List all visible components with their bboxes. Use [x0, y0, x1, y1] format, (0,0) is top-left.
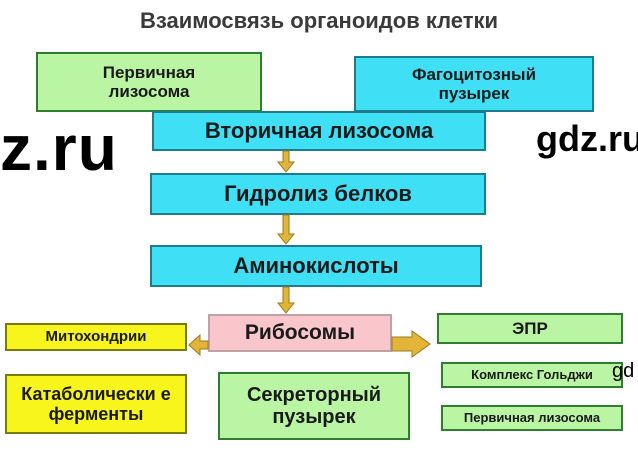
watermark-right: gdz.ru: [536, 118, 638, 159]
catabolic-enzymes-label: Катаболически е ферменты: [21, 383, 171, 424]
primary-lysosome-bottom-box: Первичная лизосома: [441, 405, 623, 431]
protein-hydrolysis-label: Гидролиз белков: [224, 180, 412, 206]
golgi-box: Комплекс Гольджи: [441, 362, 623, 388]
primary-lysosome-top-label: Первичная лизосома: [102, 62, 196, 101]
mitochondria-box: Митохондрии: [5, 323, 187, 351]
protein-hydrolysis-box: Гидролиз белков: [150, 173, 486, 215]
secondary-lysosome-label: Вторичная лизосома: [204, 117, 434, 143]
secretory-vesicle-label: Секреторный пузырек: [246, 383, 382, 428]
arrow-left: [188, 333, 209, 357]
diagram-title: Взаимосвязь органоидов клетки: [139, 8, 499, 33]
phagocytic-vesicle-box: Фагоцитозный пузырек: [354, 56, 594, 112]
er-label: ЭПР: [512, 318, 548, 338]
watermark-small: gd: [612, 360, 635, 382]
golgi-label: Комплекс Гольджи: [471, 366, 593, 382]
mitochondria-label: Митохондрии: [45, 327, 147, 345]
arrow-right: [391, 330, 431, 358]
ribosomes-label: Рибосомы: [244, 321, 356, 345]
ribosomes-box: Рибосомы: [208, 314, 392, 352]
arrow-down-2: [276, 214, 296, 245]
arrow-down-1: [276, 150, 296, 173]
er-box: ЭПР: [437, 313, 623, 344]
secondary-lysosome-box: Вторичная лизосома: [152, 111, 486, 151]
secretory-vesicle-box: Секреторный пузырек: [218, 372, 410, 440]
primary-lysosome-bottom-label: Первичная лизосома: [463, 409, 601, 425]
watermark-left: z.ru: [0, 112, 118, 184]
phagocytic-vesicle-label: Фагоцитозный пузырек: [411, 64, 537, 103]
amino-acids-label: Аминокислоты: [233, 252, 399, 278]
amino-acids-box: Аминокислоты: [150, 245, 482, 287]
arrow-down-3: [276, 286, 296, 314]
primary-lysosome-top-box: Первичная лизосома: [36, 52, 262, 112]
catabolic-enzymes-box: Катаболически е ферменты: [5, 374, 187, 434]
